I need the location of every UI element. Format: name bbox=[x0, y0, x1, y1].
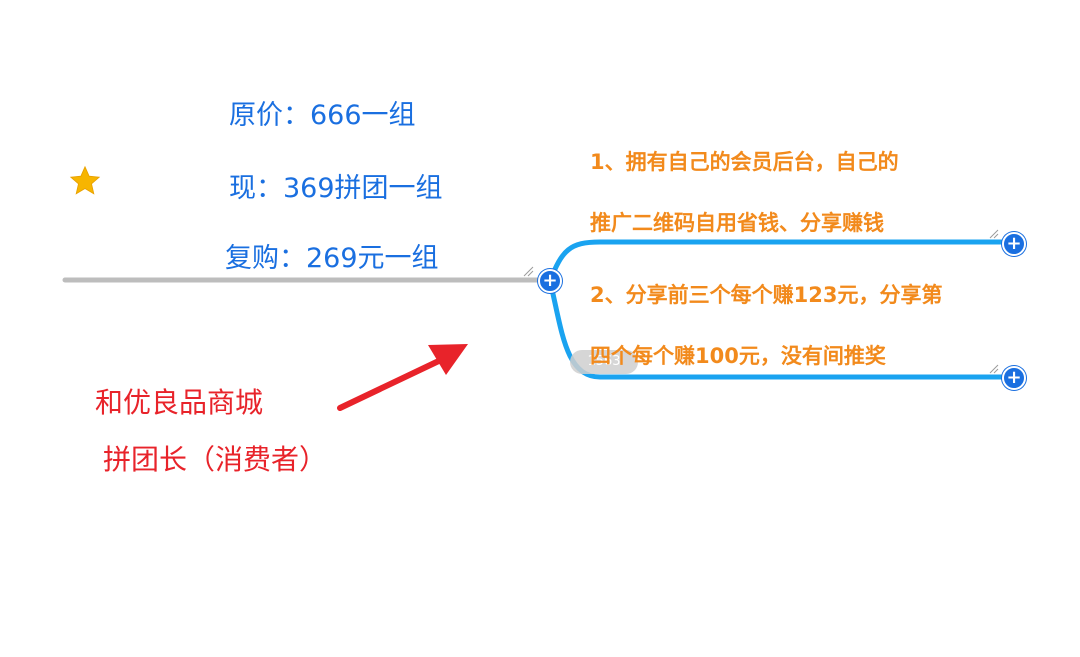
resize-handle-icon[interactable] bbox=[989, 229, 999, 239]
resize-handle-icon[interactable] bbox=[523, 266, 534, 277]
branch-line-2 bbox=[547, 278, 1015, 380]
branch-line-1 bbox=[547, 239, 1015, 284]
expand-plus-icon[interactable]: + bbox=[1002, 232, 1026, 256]
expand-plus-icon[interactable]: + bbox=[1002, 366, 1026, 390]
branch-1-line-1: 1、拥有自己的会员后台，自己的 bbox=[590, 150, 899, 174]
branch-2-line-2: 四个每个赚100元，没有间推奖 bbox=[590, 344, 886, 368]
hint-badge: 1563 bbox=[570, 350, 638, 374]
expand-plus-icon[interactable]: + bbox=[538, 269, 562, 293]
resize-handle-icon[interactable] bbox=[989, 364, 999, 374]
note-line-1: 和优良品商城 bbox=[95, 386, 264, 419]
price-now-label: 现：369拼团一组 bbox=[229, 173, 443, 204]
branch-1-line-2: 推广二维码自用省钱、分享赚钱 bbox=[590, 211, 884, 235]
star-icon bbox=[69, 165, 101, 195]
arrow-icon bbox=[337, 344, 468, 411]
price-original-label: 原价：666一组 bbox=[229, 100, 416, 131]
branch-2-line-1: 2、分享前三个每个赚123元，分享第 bbox=[590, 283, 943, 307]
note-line-2: 拼团长（消费者） bbox=[103, 443, 328, 476]
price-repurchase-label: 复购：269元一组 bbox=[225, 243, 439, 274]
